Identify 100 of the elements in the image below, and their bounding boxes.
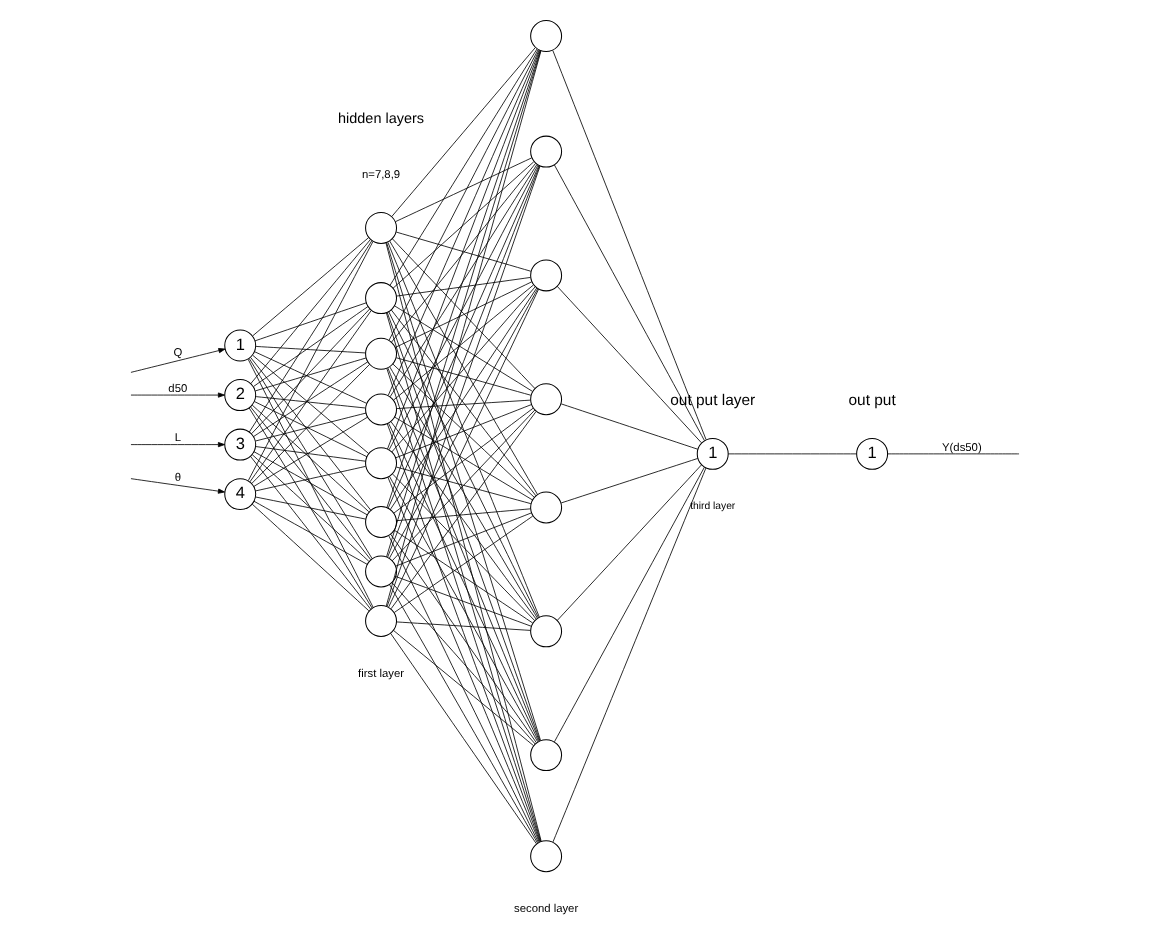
node-circle <box>365 605 398 637</box>
connector <box>554 164 705 442</box>
connector <box>393 529 534 624</box>
connector <box>250 239 371 384</box>
node-circle <box>530 739 563 772</box>
node-circle <box>365 211 398 244</box>
connector <box>252 237 369 337</box>
connector <box>392 363 535 498</box>
connector <box>248 357 373 559</box>
connector <box>255 396 366 409</box>
connector <box>393 407 534 514</box>
connector <box>387 241 540 618</box>
connector <box>390 632 537 845</box>
connector <box>393 284 534 401</box>
connector <box>254 351 367 404</box>
node-circle: 1 <box>696 437 729 470</box>
node-circle <box>530 259 563 292</box>
connector <box>251 404 370 513</box>
connector <box>253 306 369 387</box>
connector <box>560 403 699 450</box>
node-circle: 1 <box>224 329 257 362</box>
connector <box>250 456 372 610</box>
connector <box>396 399 531 409</box>
connector <box>552 467 707 843</box>
node-circle <box>365 393 398 426</box>
connector <box>391 162 536 343</box>
connector <box>247 241 374 481</box>
connector <box>255 446 366 462</box>
connector <box>394 305 533 392</box>
connector <box>395 357 532 396</box>
connector <box>395 231 532 272</box>
connector <box>391 409 536 562</box>
connector <box>250 357 372 511</box>
connector <box>252 354 369 454</box>
arrow <box>130 478 225 494</box>
node-circle: 4 <box>224 478 257 511</box>
connector <box>393 630 534 746</box>
connector <box>394 416 533 501</box>
connector <box>393 515 534 613</box>
connector <box>251 308 371 434</box>
connector <box>395 466 532 505</box>
node-circle: 1 <box>856 437 889 470</box>
connector <box>255 412 367 442</box>
node-circle <box>365 555 398 588</box>
node-circle <box>365 282 398 315</box>
connector <box>392 473 535 621</box>
connector <box>248 240 373 433</box>
connector <box>395 576 532 627</box>
connector <box>391 47 536 217</box>
node-circle: 2 <box>224 379 257 412</box>
connector <box>395 512 532 567</box>
node-circle <box>530 615 563 648</box>
connector <box>554 466 705 743</box>
connector <box>255 357 367 392</box>
connector <box>391 582 536 745</box>
node-circle <box>530 135 563 168</box>
connector <box>556 285 702 444</box>
connector <box>251 364 370 484</box>
connector <box>395 404 532 459</box>
connector <box>249 309 372 483</box>
connector <box>887 453 1020 455</box>
connector <box>552 50 707 440</box>
connector <box>253 500 368 565</box>
connector <box>251 503 370 612</box>
connector <box>388 49 539 341</box>
connector <box>248 407 373 609</box>
node-circle <box>365 337 398 370</box>
connector <box>556 464 702 621</box>
connector <box>727 453 857 455</box>
connector <box>254 302 367 342</box>
connector <box>388 288 539 559</box>
node-circle <box>530 383 563 416</box>
connector <box>253 416 368 487</box>
connector <box>392 161 535 289</box>
connector <box>396 508 531 522</box>
connector <box>388 535 539 843</box>
connector <box>389 287 538 510</box>
connector <box>389 48 538 286</box>
arrow <box>130 348 226 373</box>
connector <box>389 584 539 844</box>
connector <box>389 366 538 619</box>
connector <box>389 240 538 495</box>
node-circle <box>530 491 563 524</box>
node-circle <box>530 840 563 873</box>
node-circle <box>365 447 398 480</box>
connector <box>255 466 366 492</box>
connector <box>389 164 538 398</box>
connector <box>390 309 537 497</box>
connector <box>389 476 539 743</box>
arrow <box>130 442 225 448</box>
connector <box>391 238 536 389</box>
connector <box>253 451 368 516</box>
connector <box>391 286 536 453</box>
connector <box>390 533 537 744</box>
connector <box>250 406 372 561</box>
connector <box>251 454 370 562</box>
connector <box>255 346 366 354</box>
connector <box>388 164 539 451</box>
connector <box>396 277 531 297</box>
connector <box>388 423 539 742</box>
